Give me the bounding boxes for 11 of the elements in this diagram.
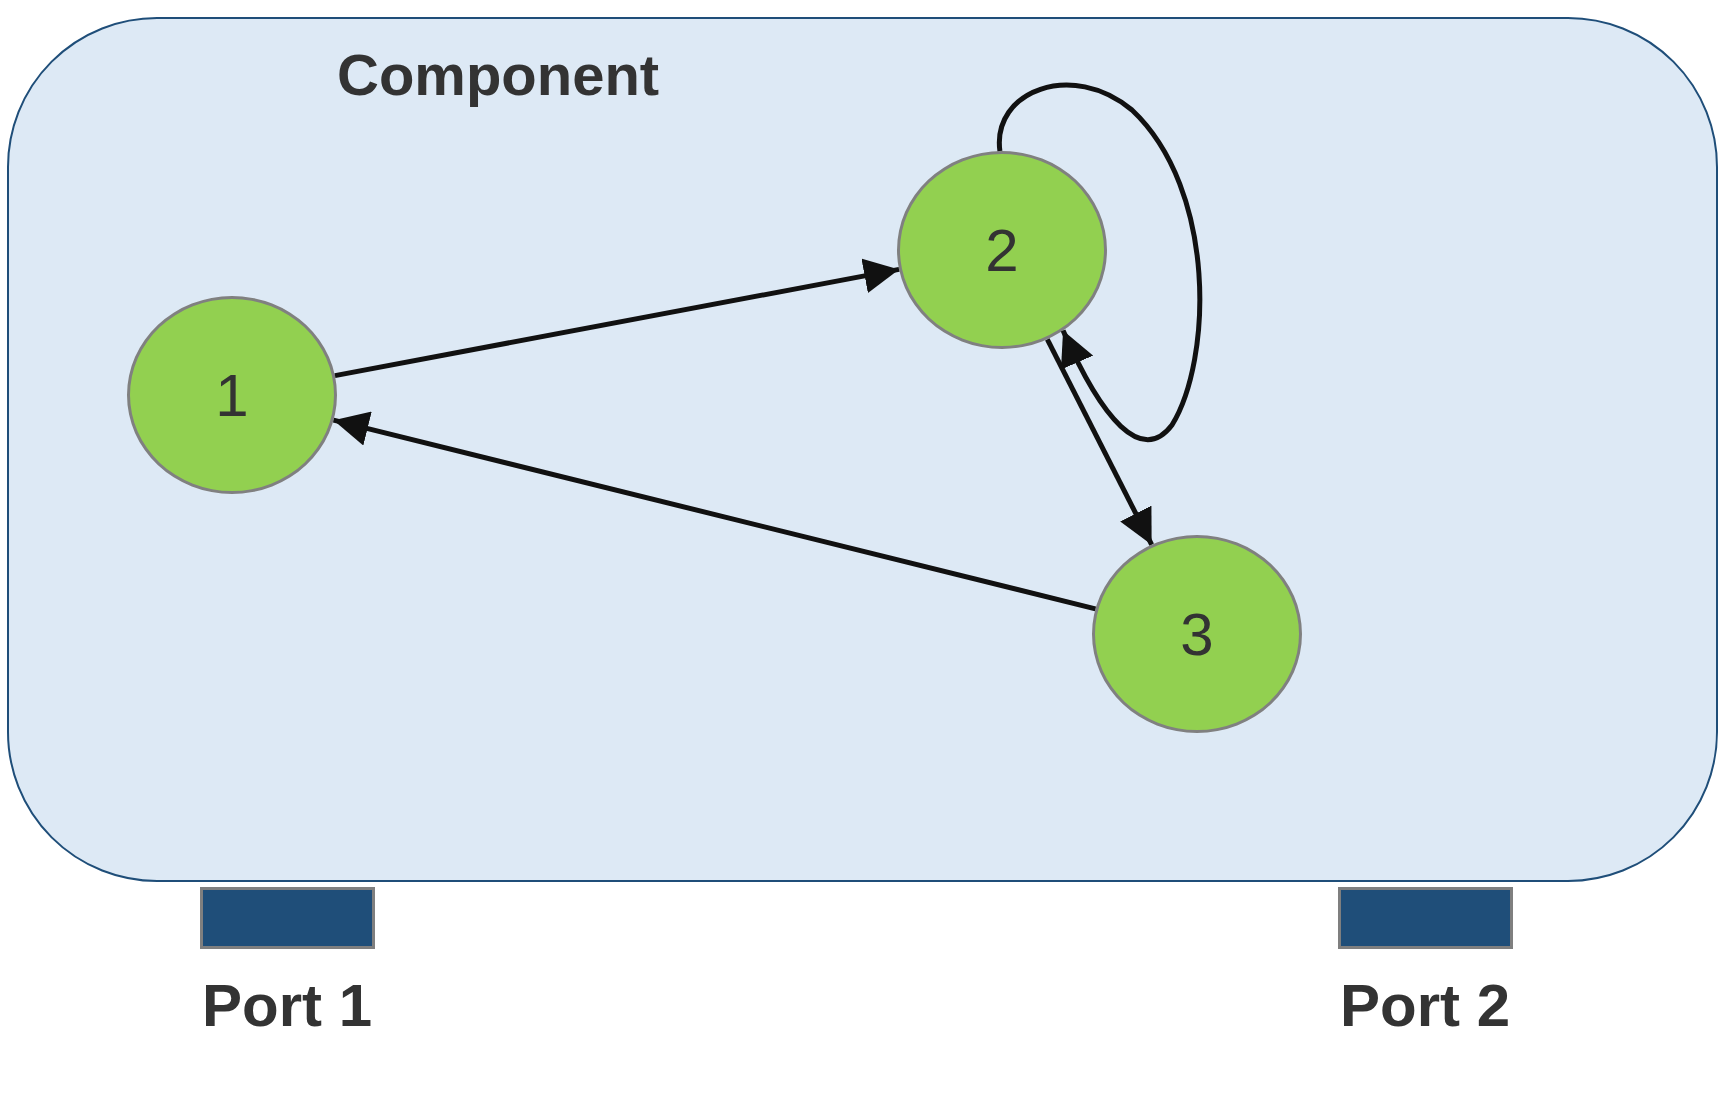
state-number: 2	[985, 215, 1019, 285]
self-loop-arrow	[997, 82, 1203, 442]
port-label: Port 2	[1340, 971, 1511, 1040]
component-container	[7, 17, 1718, 882]
arrow	[332, 411, 1097, 612]
component-title: Component	[337, 41, 660, 108]
state-number: 1	[215, 360, 249, 430]
port-label: Port 1	[202, 971, 373, 1040]
state-number: 3	[1180, 599, 1214, 669]
arrow	[334, 258, 900, 379]
arrow	[1045, 338, 1154, 546]
